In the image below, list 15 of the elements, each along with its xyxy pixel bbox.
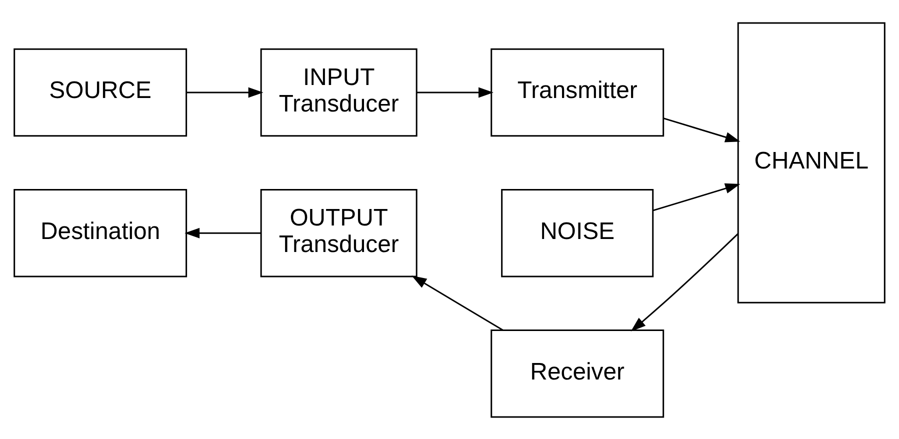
arrow [416,86,494,98]
node-box: NOISE [501,188,654,277]
node-box: SOURCE [14,48,188,136]
arrow [630,232,738,331]
node-box: Transmitter [490,48,664,136]
arrow [186,86,264,98]
arrow [663,117,740,142]
node-box: Receiver [490,329,664,418]
node-box: INPUT Transducer [260,48,418,136]
arrow [653,182,740,211]
arrow [184,227,262,238]
node-box: Destination [14,188,188,277]
node-box: OUTPUT Transducer [260,188,418,277]
node-box: CHANNEL [737,22,886,303]
arrow [412,275,504,330]
